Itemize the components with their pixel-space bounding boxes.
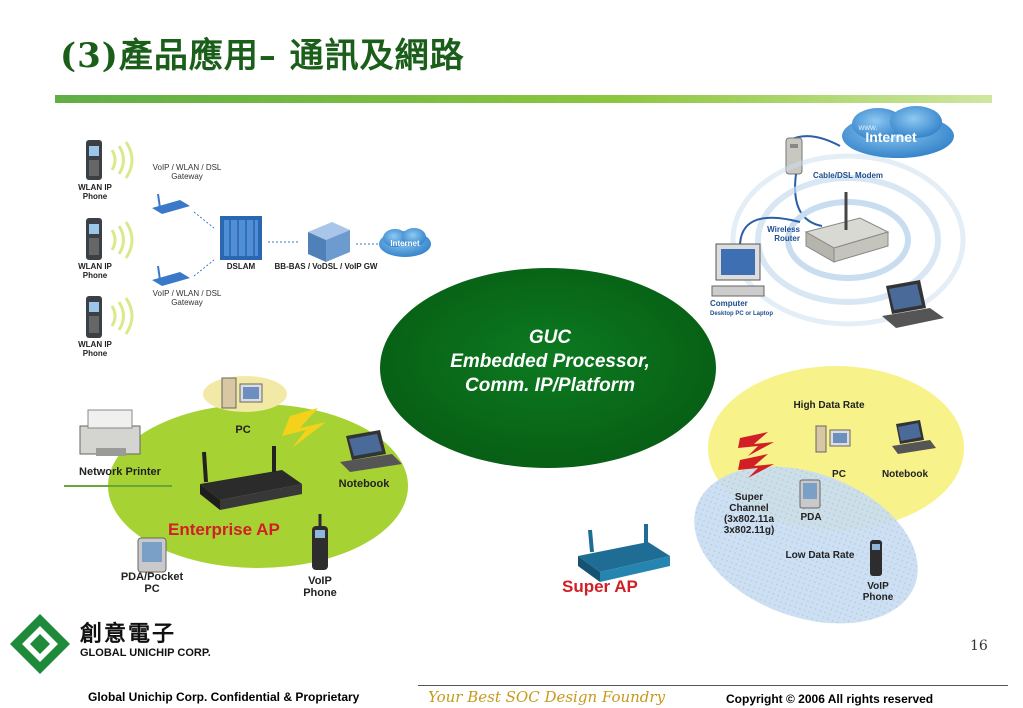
logo-english: GLOBAL UNICHIP CORP. xyxy=(80,647,211,659)
wifi-rings-icon xyxy=(730,153,966,327)
router-label: Wireless Router xyxy=(767,225,800,243)
pc-icon xyxy=(815,425,851,453)
enterprise-ap-icon xyxy=(200,446,302,510)
pda-label-2: PDA xyxy=(800,512,822,523)
bbras-box-icon xyxy=(308,222,350,262)
voip-phone-icon-2 xyxy=(870,540,882,576)
gateway-label-1: VoIP / WLAN / DSL Gateway xyxy=(152,163,222,181)
gateway-router-icon-1 xyxy=(152,193,190,214)
laptop-icon xyxy=(882,280,944,328)
footer-copyright: Copyright © 2006 All rights reserved xyxy=(726,692,934,706)
signal-waves-icon-2 xyxy=(110,221,134,259)
footer-rule xyxy=(418,685,1008,686)
super-channel-label: Super Channel (3x802.11a 3x802.11g) xyxy=(723,492,775,536)
dslam-label: DSLAM xyxy=(226,262,256,271)
phone-icon-3 xyxy=(86,296,102,338)
voip-label: VoIP Phone xyxy=(303,575,337,600)
signal-waves-icon-3 xyxy=(110,297,134,335)
notebook-icon-2 xyxy=(892,420,936,454)
guc-logo-icon xyxy=(10,614,70,674)
network-printer-label: Network Printer xyxy=(79,466,161,478)
voip-phone-icon xyxy=(312,514,328,570)
phone-icon-1 xyxy=(86,140,102,180)
center-oval xyxy=(380,268,716,468)
internet-cloud-icon xyxy=(842,106,954,158)
modem-label: Cable/DSL Modem xyxy=(812,171,884,180)
pc-tower-icon xyxy=(221,377,263,409)
footer-tagline: Your Best SOC Design Foundry xyxy=(428,688,666,706)
phone-label-2: WLAN IP Phone xyxy=(78,262,112,280)
super-ap-icon xyxy=(578,524,670,582)
center-line-2: Embedded Processor, xyxy=(450,350,650,372)
cloud-icon xyxy=(379,228,431,257)
center-caption: GUC Embedded Processor, Comm. IP/Platfor… xyxy=(380,326,720,397)
gateway-label-2: VoIP / WLAN / DSL Gateway xyxy=(152,289,222,307)
notebook-icon xyxy=(340,430,402,472)
pda-label: PDA/Pocket PC xyxy=(120,571,184,596)
phone-label-1: WLAN IP Phone xyxy=(78,183,112,201)
footer-confidential: Global Unichip Corp. Confidential & Prop… xyxy=(88,690,360,704)
pda-icon-2 xyxy=(799,479,821,509)
desktop-computer-icon xyxy=(711,243,765,297)
link-arrow xyxy=(193,211,215,229)
title-rule xyxy=(55,95,992,103)
computer-label: Computer xyxy=(710,299,748,308)
notebook-label-2: Notebook xyxy=(881,469,929,480)
cable-line xyxy=(794,173,823,227)
center-line-1: GUC xyxy=(528,327,572,348)
pda-icon xyxy=(137,537,167,573)
phone-label-3: WLAN IP Phone xyxy=(78,340,112,358)
internet-label: Internet xyxy=(865,129,917,145)
bbras-label: BB-BAS / VoDSL / VoIP GW xyxy=(274,262,378,271)
computer-sub-label: Desktop PC or Laptop xyxy=(710,311,774,317)
printer-icon xyxy=(79,409,141,456)
signal-waves-icon-1 xyxy=(110,141,134,179)
high-rate-label: High Data Rate xyxy=(793,400,865,411)
wireless-router-icon xyxy=(804,192,890,263)
center-line-3: Comm. IP/Platform xyxy=(465,374,635,396)
notebook-label: Notebook xyxy=(338,478,390,490)
slide-title: (3)產品應用– 通訊及網路 xyxy=(60,36,465,76)
dslam-rack-icon xyxy=(220,216,262,260)
low-rate-label: Low Data Rate xyxy=(785,550,855,561)
voip-label-2: VoIP Phone xyxy=(862,581,894,603)
link-arrow xyxy=(193,259,215,277)
www-label: www. xyxy=(858,123,878,132)
page-number: 16 xyxy=(970,638,988,654)
enterprise-ap-label: Enterprise AP xyxy=(168,520,280,539)
pc-label: PC xyxy=(235,424,251,436)
lightning-icon xyxy=(282,408,326,448)
super-ap-label: Super AP xyxy=(562,577,638,596)
low-rate-texture xyxy=(694,466,918,624)
phone-icon-2 xyxy=(86,218,102,260)
lightning-red-icon xyxy=(738,432,774,478)
internet-label-small: Internet xyxy=(390,239,420,248)
gateway-router-icon-2 xyxy=(152,265,190,286)
logo-chinese: 創意電子 xyxy=(80,621,177,647)
cable-line xyxy=(738,216,801,251)
pc-label-2: PC xyxy=(832,469,846,480)
